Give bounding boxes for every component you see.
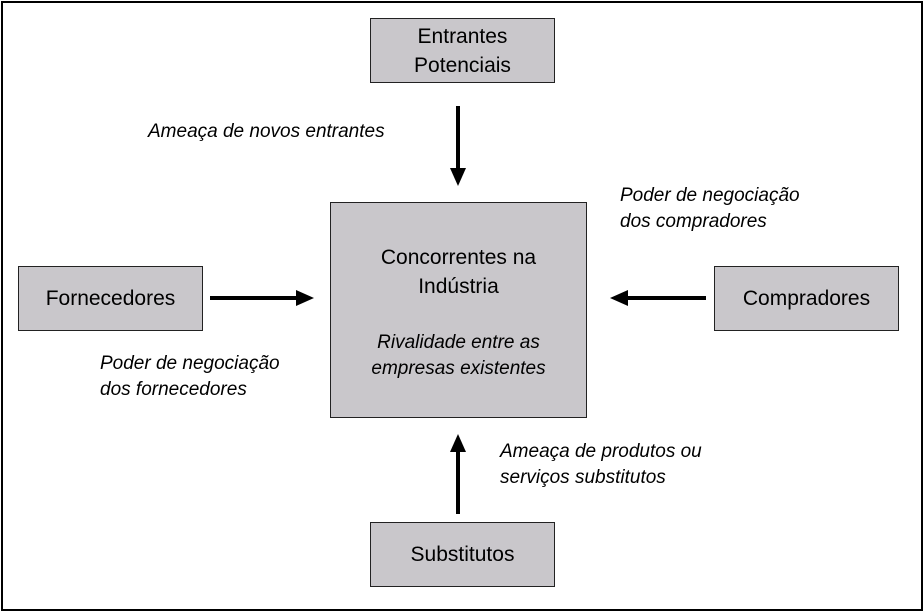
center-title-line2: Indústria bbox=[418, 275, 499, 298]
buyers-power-line2: dos compradores bbox=[620, 211, 767, 232]
entrants-box: Entrantes Potenciais bbox=[370, 18, 555, 83]
substitutes-label: Substitutos bbox=[410, 543, 515, 566]
substitutes-threat-line1: Ameaça de produtos ou bbox=[500, 441, 702, 462]
entrants-label-line1: Entrantes bbox=[417, 24, 508, 48]
new-entrants-threat-text: Ameaça de novos entrantes bbox=[148, 121, 385, 142]
center-subtitle: Rivalidade entre as empresas existentes bbox=[331, 330, 586, 382]
center-title-line1: Concorrentes na bbox=[380, 246, 537, 269]
arrow-left-buyers bbox=[610, 290, 706, 306]
entrants-label-line2: Potenciais bbox=[414, 53, 511, 77]
substitutes-threat-label: Ameaça de produtos ou serviços substitut… bbox=[500, 439, 702, 491]
arrow-up-substitutes bbox=[450, 434, 466, 514]
buyers-power-label: Poder de negociação dos compradores bbox=[620, 183, 800, 235]
center-subtitle-line1: Rivalidade entre as bbox=[377, 332, 540, 353]
buyers-label: Compradores bbox=[742, 287, 871, 310]
suppliers-power-line1: Poder de negociação bbox=[100, 353, 280, 374]
buyers-power-line1: Poder de negociação bbox=[620, 185, 800, 206]
center-subtitle-line2: empresas existentes bbox=[371, 358, 546, 379]
substitutes-threat-line2: serviços substitutos bbox=[500, 467, 666, 488]
suppliers-label: Fornecedores bbox=[45, 287, 176, 310]
suppliers-power-line2: dos fornecedores bbox=[100, 379, 247, 400]
industry-rivalry-box: Concorrentes na Indústria Rivalidade ent… bbox=[330, 202, 587, 418]
suppliers-power-label: Poder de negociação dos fornecedores bbox=[100, 351, 280, 403]
suppliers-box: Fornecedores bbox=[18, 266, 203, 331]
arrow-right-suppliers bbox=[210, 290, 314, 306]
substitutes-box: Substitutos bbox=[370, 522, 555, 587]
center-title: Concorrentes na Indústria bbox=[331, 243, 586, 301]
buyers-box: Compradores bbox=[714, 266, 899, 331]
new-entrants-threat-label: Ameaça de novos entrantes bbox=[148, 119, 385, 145]
arrow-down-entrants bbox=[450, 106, 466, 186]
